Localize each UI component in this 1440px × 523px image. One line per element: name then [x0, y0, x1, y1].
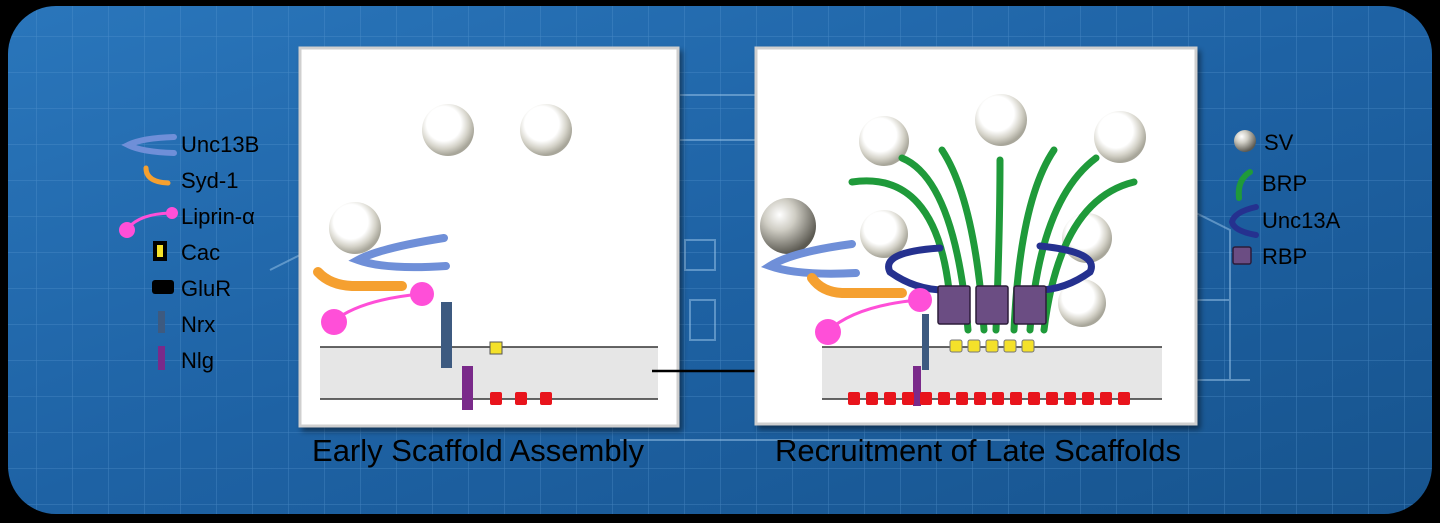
late-synaptic-cleft: [822, 347, 1162, 399]
legend-right: SV BRP Unc13A RBP: [1228, 130, 1341, 269]
early-unc13b: [348, 234, 450, 272]
late-syd1: [807, 273, 907, 298]
early-vesicle: [520, 104, 572, 156]
legend-cac-label: Cac: [181, 240, 220, 265]
syd1-icon: [143, 165, 171, 186]
late-vesicle: [859, 116, 909, 166]
unc13a-icon: [1228, 204, 1259, 238]
early-nlg: [462, 366, 473, 410]
legend-left: Unc13B Syd-1 Liprin-α Cac GluR Nrx Nlg: [119, 132, 259, 373]
early-panel: [298, 46, 680, 428]
late-vesicle: [860, 210, 908, 258]
glur-icon: [152, 280, 174, 294]
early-panel-caption: Early Scaffold Assembly: [312, 433, 644, 468]
early-glur-cluster: [490, 392, 552, 405]
late-rbp-cluster: [937, 285, 1047, 325]
legend-unc13b-label: Unc13B: [181, 132, 259, 157]
cac-icon: [153, 241, 167, 261]
legend-brp-label: BRP: [1262, 171, 1307, 196]
late-vesicle: [1058, 279, 1106, 327]
legend-syd1-label: Syd-1: [181, 168, 238, 193]
rbp-icon: [1232, 246, 1252, 265]
late-panel-caption: Recruitment of Late Scaffolds: [775, 433, 1181, 468]
legend-rbp-label: RBP: [1262, 244, 1307, 269]
legend-unc13a-label: Unc13A: [1262, 208, 1341, 233]
early-vesicle: [329, 202, 381, 254]
early-nrx: [441, 302, 452, 368]
sv-icon: [1234, 130, 1256, 152]
late-nrx: [922, 314, 929, 370]
early-syd1: [313, 267, 407, 291]
late-unc13b: [760, 240, 860, 278]
nlg-icon: [158, 346, 165, 370]
early-cac: [489, 341, 503, 355]
late-unc13a: [885, 244, 949, 294]
legend-liprin-label: Liprin-α: [181, 204, 255, 229]
late-vesicle: [975, 94, 1027, 146]
late-glur-cluster: [848, 392, 1130, 405]
late-vesicle: [1094, 111, 1146, 163]
legend-sv-label: SV: [1264, 130, 1294, 155]
early-synaptic-cleft: [320, 347, 658, 399]
brp-icon: [1235, 169, 1253, 201]
nrx-icon: [158, 311, 165, 333]
unc13b-icon: [121, 134, 177, 156]
early-vesicle: [422, 104, 474, 156]
legend-nlg-label: Nlg: [181, 348, 214, 373]
late-panel: [754, 46, 1198, 426]
late-cac-cluster: [949, 339, 1035, 353]
legend-nrx-label: Nrx: [181, 312, 215, 337]
late-docked-vesicle: [760, 198, 816, 254]
legend-glur-label: GluR: [181, 276, 231, 301]
late-nlg: [913, 366, 921, 406]
